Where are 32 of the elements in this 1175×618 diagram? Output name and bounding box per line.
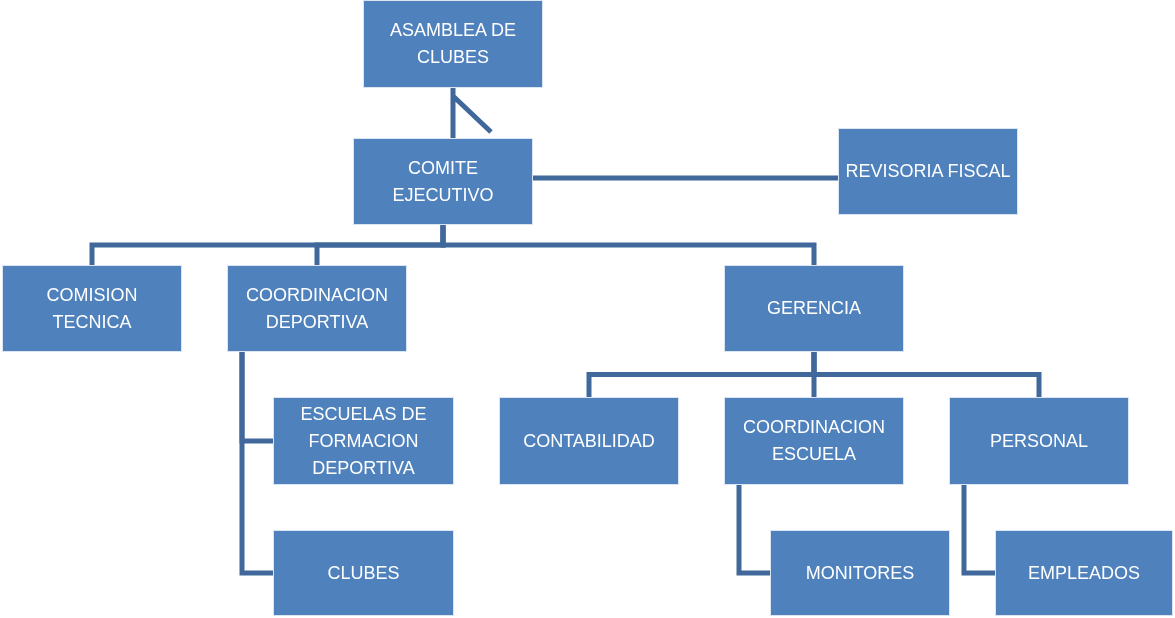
box-label: CLUBES: [327, 561, 400, 585]
connector-line: [811, 352, 1042, 397]
box-label: COMITE EJECUTIVO: [391, 156, 495, 207]
org-box: [724, 397, 904, 485]
connector-line: [440, 225, 817, 265]
box-label: PERSONAL: [989, 429, 1088, 453]
box-label: GERENCIA: [767, 297, 861, 320]
connector-line: [961, 485, 995, 576]
org-box: [227, 265, 407, 352]
connector-line: [533, 175, 838, 181]
connector-line: [736, 485, 770, 576]
box-label: ESCUELAS DE FORMACION DEPORTIVA: [299, 402, 428, 480]
org-box: [499, 397, 679, 485]
box-label: EMPLEADOS: [1027, 561, 1140, 585]
connector-line: [239, 352, 273, 576]
org-box: [273, 397, 454, 485]
box-label: CONTABILIDAD: [523, 429, 655, 453]
org-box: [353, 138, 533, 225]
org-box: [363, 0, 543, 88]
org-box: [2, 265, 182, 352]
org-box: [273, 530, 454, 616]
box-label: COORDINACION DEPORTIVA: [245, 283, 389, 334]
org-box: [995, 530, 1173, 616]
box-label: ASAMBLEA DE CLUBES: [388, 19, 518, 69]
box-label: COORDINACION ESCUELA: [742, 416, 886, 466]
box-label: REVISORIA FISCAL: [845, 160, 1011, 183]
org-box: [949, 397, 1129, 485]
org-box: [770, 530, 950, 616]
box-label: COMISION TECNICA: [45, 283, 139, 334]
box-label: MONITORES: [805, 561, 915, 585]
org-box: [724, 265, 904, 352]
org-box: [838, 128, 1018, 215]
